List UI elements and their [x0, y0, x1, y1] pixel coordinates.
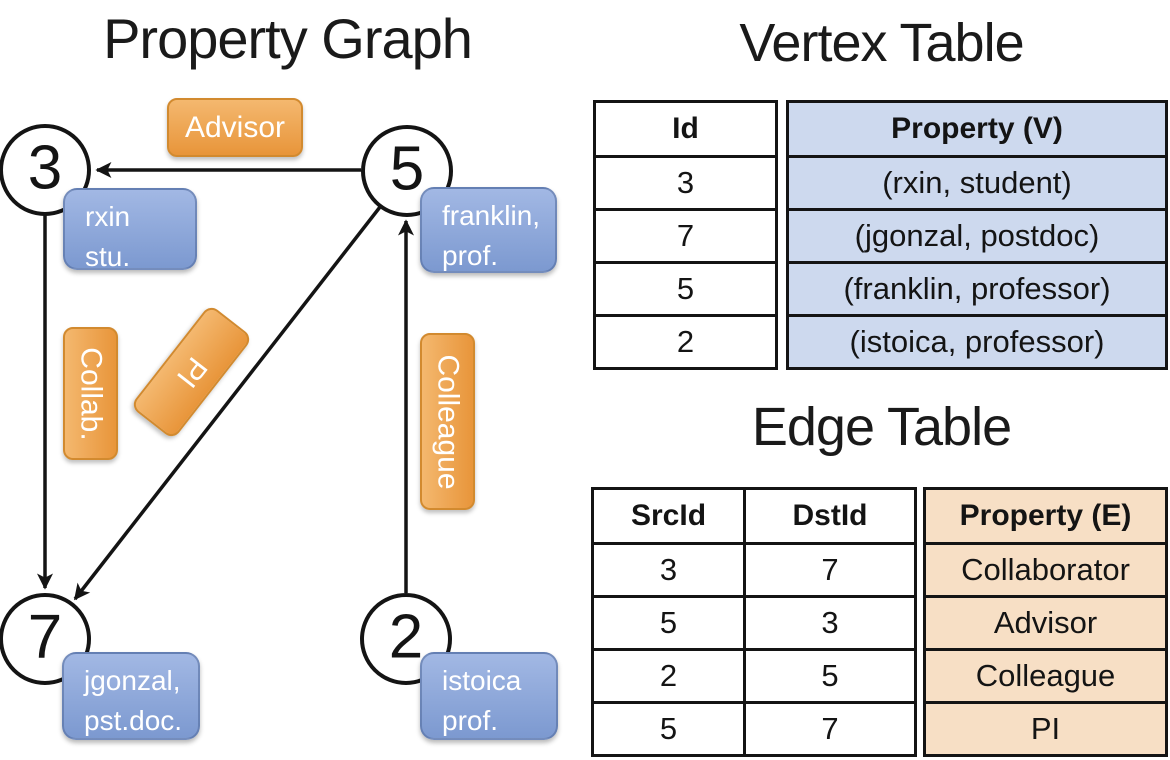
- vertex-table-id-row: 5: [593, 261, 778, 317]
- vertex-table-property-row: (istoica, professor): [786, 314, 1168, 370]
- edge-table-ids-cell: 2: [591, 648, 746, 704]
- vertex-property-line: pst.doc.: [84, 704, 183, 736]
- vertex-table-property-row: (jgonzal, postdoc): [786, 208, 1168, 264]
- edge-label-pi: PI: [129, 303, 254, 441]
- vertex-table-id-row: 2: [593, 314, 778, 370]
- edge-table-property-header: Property (E): [923, 487, 1168, 545]
- vertex-table-id-cell: 7: [593, 208, 778, 264]
- vertex-table-id-cell: 3: [593, 155, 778, 211]
- edge-table-property-header-row: Property (E): [923, 487, 1168, 545]
- vertex-table-id-row: 7: [593, 208, 778, 264]
- node-id-2: 2: [388, 602, 424, 672]
- edge-line-5-7: [73, 205, 382, 601]
- vertex-property-line: prof.: [442, 239, 499, 271]
- edge-table-property-cell: Collaborator: [923, 542, 1168, 598]
- vertex-table-property-column: Property (V)(rxin, student)(jgonzal, pos…: [786, 100, 1168, 370]
- vertex-properties-2: istoica prof.: [420, 652, 558, 740]
- vertex-table-property-cell: (franklin, professor): [786, 261, 1168, 317]
- edge-label-text: Colleague: [431, 353, 465, 490]
- edge-table-ids-header: SrcId: [591, 487, 746, 545]
- edge-table-ids-cell: 5: [591, 701, 746, 757]
- edge-table-property-row: PI: [923, 701, 1168, 757]
- vertex-property-line: prof.: [442, 704, 499, 736]
- vertex-property-line: jgonzal,: [84, 665, 181, 696]
- edge-table-ids-cell: 5: [591, 595, 746, 651]
- vertex-table-property-header-row: Property (V): [786, 100, 1168, 158]
- edge-label-text: PI: [170, 350, 214, 394]
- vertex-table-title: Vertex Table: [739, 13, 1024, 73]
- edge-table-property-cell: Colleague: [923, 648, 1168, 704]
- vertex-table-id-cell: 2: [593, 314, 778, 370]
- vertex-table-property-row: (franklin, professor): [786, 261, 1168, 317]
- edge-label-text: Collab.: [74, 346, 108, 441]
- edge-table-property-row: Advisor: [923, 595, 1168, 651]
- edge-table-property-cell: PI: [923, 701, 1168, 757]
- node-id-3: 3: [27, 133, 63, 203]
- property-graph-title: Property Graph: [103, 7, 473, 70]
- vertex-table-id-row: 3: [593, 155, 778, 211]
- edge-table-property-cell: Advisor: [923, 595, 1168, 651]
- edge-table-ids-cell: 5: [743, 648, 917, 704]
- vertex-table-id-header-row: Id: [593, 100, 778, 158]
- vertex-table-id-cell: 5: [593, 261, 778, 317]
- edge-table-ids-cell: 7: [743, 542, 917, 598]
- vertex-property-line: istoica: [442, 665, 522, 696]
- vertex-table-property-cell: (istoica, professor): [786, 314, 1168, 370]
- node-id-5: 5: [389, 134, 425, 204]
- edge-table-ids-cell: 3: [743, 595, 917, 651]
- vertex-table-property-header: Property (V): [786, 100, 1168, 158]
- vertex-table-property-cell: (jgonzal, postdoc): [786, 208, 1168, 264]
- edge-table-ids-cell: 3: [591, 542, 746, 598]
- edge-label-colleague: Colleague: [420, 333, 475, 510]
- edge-label-text: Advisor: [184, 110, 286, 144]
- vertex-properties-7: jgonzal, pst.doc.: [62, 652, 200, 740]
- vertex-table-property-cell: (rxin, student): [786, 155, 1168, 211]
- vertex-table-id-header: Id: [593, 100, 778, 158]
- edge-table-ids-cell: 7: [743, 701, 917, 757]
- edge-table-title: Edge Table: [751, 397, 1012, 457]
- edge-label-collab: Collab.: [63, 327, 118, 460]
- node-id-7: 7: [27, 602, 63, 672]
- vertex-property-line: rxin: [85, 201, 131, 232]
- edge-table-property-row: Collaborator: [923, 542, 1168, 598]
- edge-label-advisor: Advisor: [167, 98, 303, 157]
- edge-table-property-row: Colleague: [923, 648, 1168, 704]
- vertex-properties-3: rxin stu.: [63, 188, 197, 272]
- vertex-properties-5: franklin, prof.: [420, 187, 557, 273]
- vertex-property-line: stu.: [85, 240, 131, 272]
- edge-table-ids-header: DstId: [743, 487, 917, 545]
- vertex-property-line: franklin,: [442, 200, 541, 231]
- vertex-table-property-row: (rxin, student): [786, 155, 1168, 211]
